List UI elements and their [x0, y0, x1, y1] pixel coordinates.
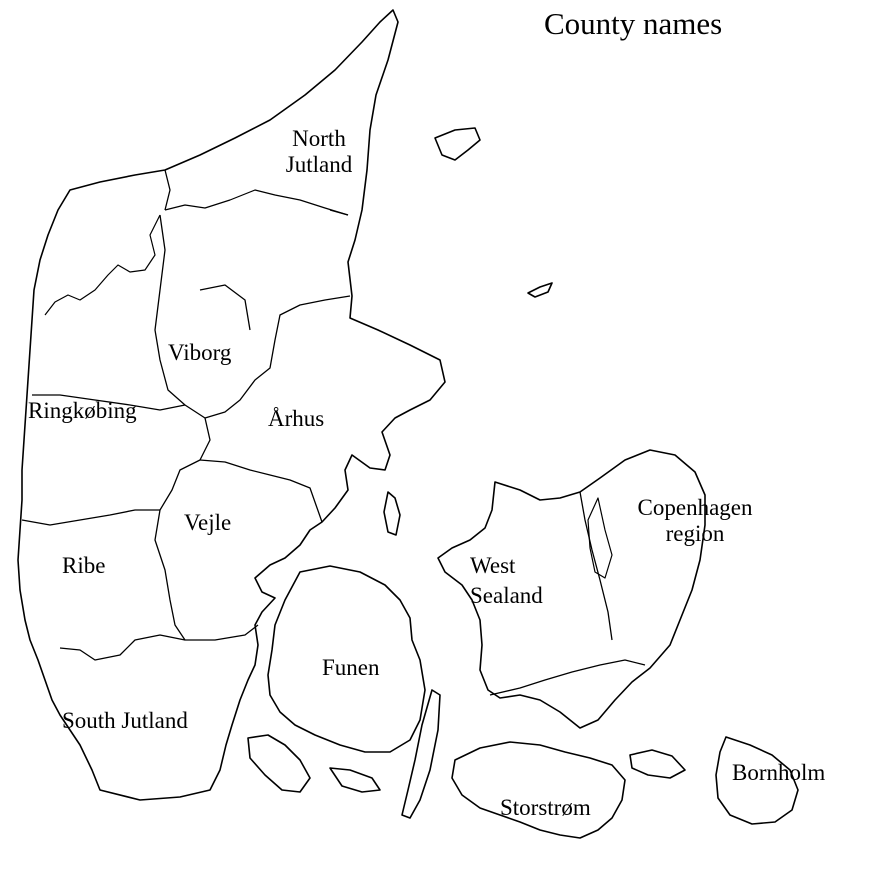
label-north-jutland: North Jutland — [285, 126, 353, 177]
border-viborg — [154, 214, 351, 419]
roskilde-fjord — [587, 497, 613, 579]
border-ringkobing-arhus — [32, 394, 211, 511]
lolland-falster-landmass — [451, 741, 626, 839]
laeso-island — [434, 127, 481, 161]
als-island — [247, 734, 311, 793]
label-copenhagen-region: Copenhagen region — [637, 495, 753, 546]
anholt-island — [527, 282, 553, 298]
label-vejle: Vejle — [184, 510, 232, 535]
label-bornholm: Bornholm — [732, 760, 826, 785]
border-ribe-vejle — [154, 509, 259, 641]
funen-landmass — [267, 565, 426, 753]
limfjord-line — [44, 189, 349, 316]
zealand-landmass — [437, 449, 706, 729]
bornholm-island — [715, 736, 799, 825]
border-sealand-storstrom — [489, 659, 646, 696]
label-ribe: Ribe — [62, 553, 106, 578]
label-viborg: Viborg — [168, 340, 232, 365]
label-ringkobing: Ringkøbing — [28, 398, 137, 423]
samso-island — [383, 491, 401, 536]
aero-island — [329, 767, 381, 793]
jutland-landmass — [17, 9, 446, 801]
map-title: County names — [544, 6, 723, 41]
border-ringkobing-ribe — [21, 509, 160, 526]
border-ribe-south-jutland — [59, 634, 186, 661]
border-west-sealand-copenhagen — [579, 491, 613, 641]
label-arhus: Århus — [268, 406, 325, 431]
langeland-island — [401, 689, 441, 819]
label-west-sealand: West Sealand — [470, 553, 543, 608]
label-funen: Funen — [322, 655, 380, 680]
border-north-jutland — [164, 169, 349, 216]
mon-island — [629, 749, 686, 779]
border-arhus-vejle — [199, 459, 323, 523]
label-south-jutland: South Jutland — [62, 708, 188, 733]
label-storstrom: Storstrøm — [500, 795, 591, 820]
